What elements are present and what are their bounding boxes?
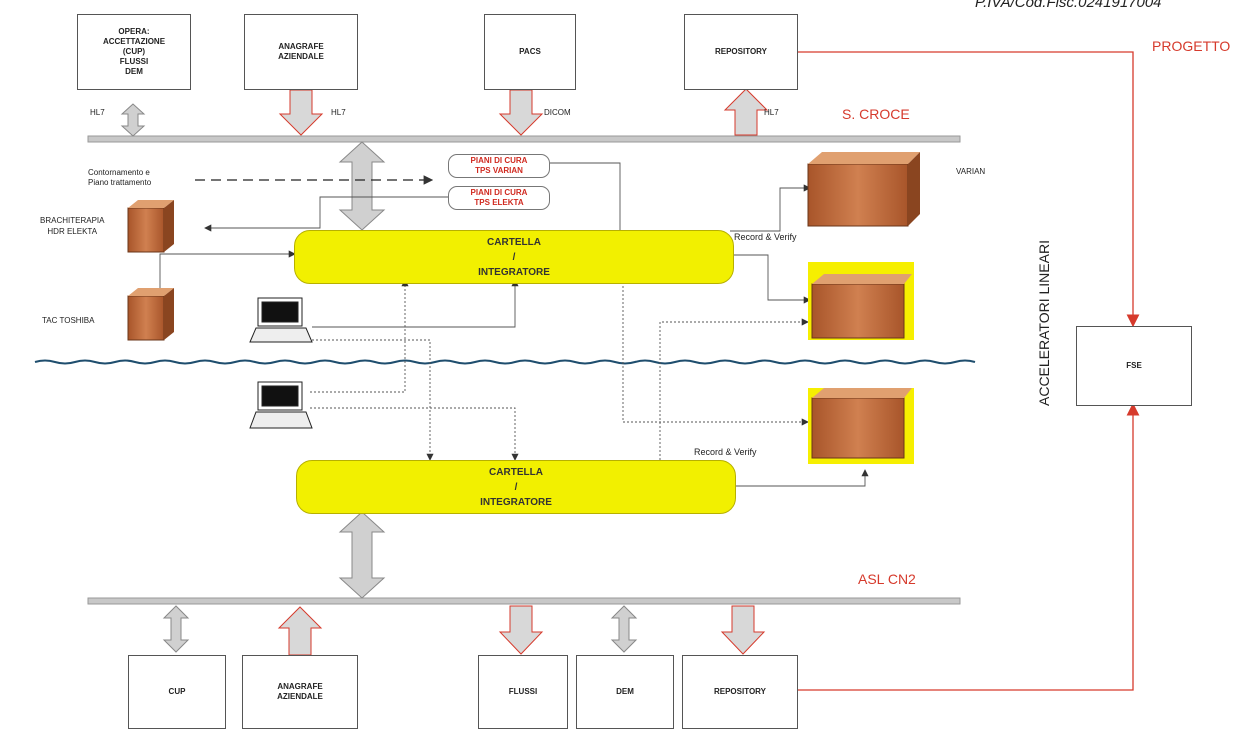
tag-piani-varian: PIANI DI CURA TPS VARIAN	[448, 154, 550, 178]
cartella-line: CARTELLA	[487, 235, 541, 250]
link-cartella-acc2	[730, 255, 810, 300]
server-accelerator-2	[808, 262, 914, 340]
label-record-verify: Record & Verify	[734, 232, 797, 242]
label-dicom: DICOM	[544, 108, 571, 117]
link-cartella1-acc3	[623, 282, 808, 422]
server-varian	[808, 152, 920, 226]
link-tac-cartella	[160, 254, 295, 290]
server-brachiterapia	[128, 200, 174, 252]
link-varian-plan	[550, 163, 620, 234]
arrow-bus-repository	[725, 89, 767, 135]
link-pc2-cartella2	[310, 408, 515, 460]
header-text: P.IVA/Cod.Fisc.0241917004	[975, 0, 1162, 11]
arrow-opera-bus	[122, 104, 144, 136]
server-tac	[128, 288, 174, 340]
label-acceleratori: ACCELERATORI LINEARI	[1036, 236, 1052, 406]
server-accelerator-3	[808, 388, 914, 464]
cartella-line: INTEGRATORE	[478, 265, 550, 280]
site-divider	[35, 361, 975, 364]
arrow-dem-bus	[612, 606, 636, 652]
arrow-pacs-bus	[500, 90, 542, 135]
cartella-line: CARTELLA	[489, 465, 543, 480]
label-hl7: HL7	[90, 108, 105, 117]
label-varian: VARIAN	[956, 167, 985, 176]
label-tac: TAC TOSHIBA	[42, 316, 94, 325]
box-flussi: FLUSSI	[478, 655, 568, 729]
box-anagrafe-bottom: ANAGRAFE AZIENDALE	[242, 655, 358, 729]
label-s-croce: S. CROCE	[842, 106, 910, 122]
cartella-integratore-2: CARTELLA / INTEGRATORE	[296, 460, 736, 514]
arrow-bus-cartella-1	[340, 142, 384, 230]
cartella-integratore-1: CARTELLA / INTEGRATORE	[294, 230, 734, 284]
label-brachiterapia: BRACHITERAPIA HDR ELEKTA	[40, 216, 104, 238]
link-pc2-cartella1	[310, 280, 405, 392]
link-cartella2-acc2	[660, 322, 808, 460]
link-pc-cartella	[312, 280, 515, 327]
label-record-verify-2: Record & Verify	[694, 447, 757, 457]
box-pacs: PACS	[484, 14, 576, 90]
box-fse: FSE	[1076, 326, 1192, 406]
link-cartella-varian	[730, 188, 810, 231]
laptop-icon	[250, 298, 312, 342]
link-cartella2-acc3	[735, 470, 865, 486]
bus-asl	[88, 598, 960, 604]
arrow-bus-repository-2	[722, 606, 764, 654]
tag-piani-elekta: PIANI DI CURA TPS ELEKTA	[448, 186, 550, 210]
cartella-line: /	[515, 480, 518, 495]
arrow-bus-anagrafe	[279, 607, 321, 655]
cartella-line: INTEGRATORE	[480, 495, 552, 510]
box-cup: CUP	[128, 655, 226, 729]
box-anagrafe-top: ANAGRAFE AZIENDALE	[244, 14, 358, 90]
arrow-cup-bus	[164, 606, 188, 652]
box-repository-top: REPOSITORY	[684, 14, 798, 90]
box-dem: DEM	[576, 655, 674, 729]
label-asl: ASL CN2	[858, 571, 916, 587]
arrow-anagrafe-bus	[280, 90, 322, 135]
arrow-cartella-2-bus	[340, 512, 384, 598]
cartella-line: /	[513, 250, 516, 265]
label-hl7: HL7	[331, 108, 346, 117]
label-contornamento: Contornamento e Piano trattamento	[88, 168, 151, 189]
link-pc1-cartella2	[312, 340, 430, 460]
bus-s-croce	[88, 136, 960, 142]
laptop-icon-2	[250, 382, 312, 428]
link-elekta-brachi	[205, 197, 448, 228]
label-hl7: HL7	[764, 108, 779, 117]
label-progetto: PROGETTO	[1152, 38, 1230, 54]
box-opera: OPERA: ACCETTAZIONE (CUP) FLUSSI DEM	[77, 14, 191, 90]
box-repository-bottom: REPOSITORY	[682, 655, 798, 729]
arrow-bus-flussi	[500, 606, 542, 654]
